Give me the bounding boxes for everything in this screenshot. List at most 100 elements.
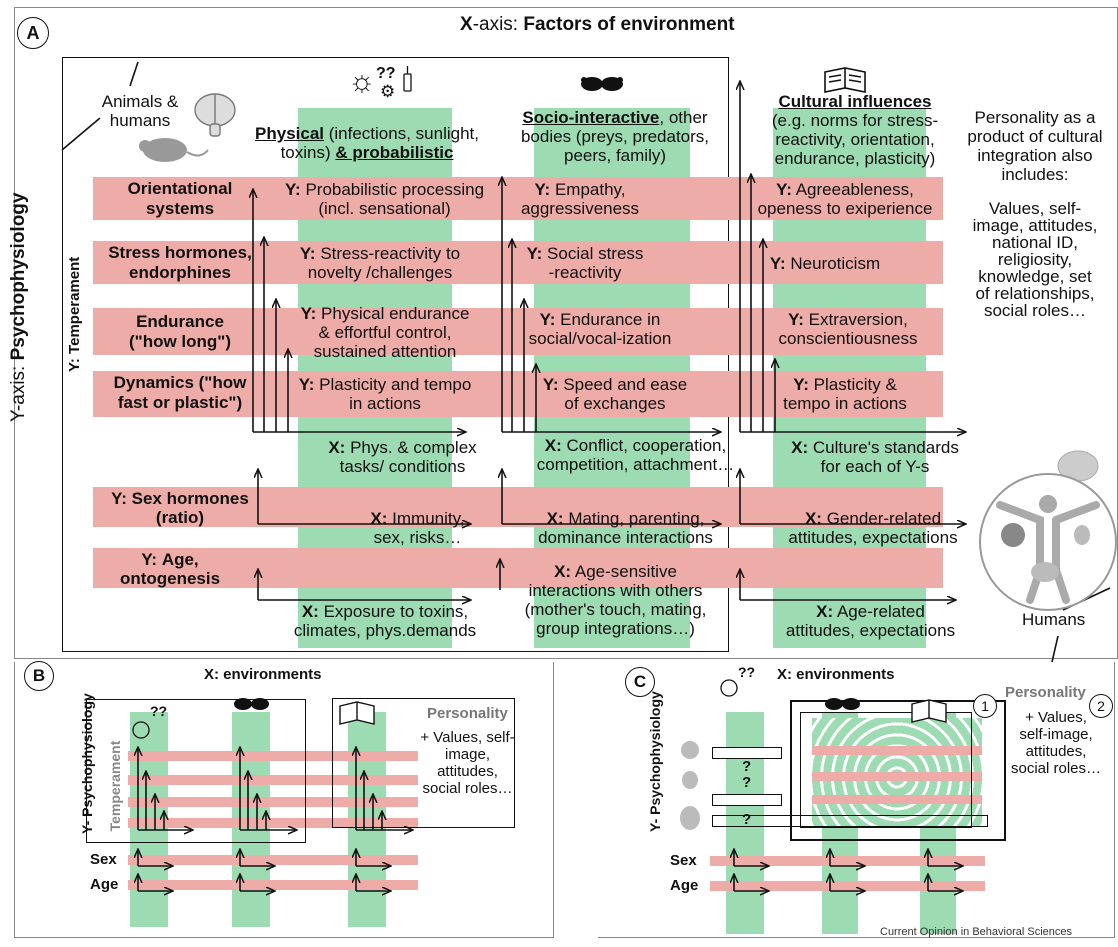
b-row-4 <box>128 818 418 828</box>
c-age-label: Age <box>670 877 699 894</box>
row-stress <box>93 241 943 284</box>
personality-list: Values, self- image, attitudes, national… <box>972 199 1098 320</box>
row-label-age: Y: Age, ontogenesis <box>119 550 221 588</box>
b-row-3 <box>128 797 418 807</box>
rats-icon <box>581 77 623 91</box>
cul-y-2: Y: Extraversion, conscientiousness <box>778 310 918 348</box>
age-soc-x: X: Age-sensitive interactions with other… <box>524 562 707 638</box>
row-label-endurance: Endurance ("how long") <box>128 312 232 351</box>
phys-arrow-group <box>253 190 465 432</box>
b-personality-label: Personality <box>427 705 508 722</box>
panel-c-label: C <box>625 667 655 697</box>
phys-y-0: Y: Probabilistic processing (incl. sensa… <box>284 180 485 218</box>
physical-header: Physical (infections, sunlight, toxins) … <box>255 124 479 162</box>
c-organ-icons <box>680 741 700 830</box>
x-axis-title: X-axis: Factors of environment <box>460 14 735 35</box>
age-cul-x: X: Age-related attitudes, expectations <box>785 602 956 640</box>
row-sex <box>93 487 943 527</box>
phys-x: X: Phys. & complex tasks/ conditions <box>328 438 477 476</box>
c-q-box-3 <box>712 815 988 827</box>
phys-y-3: Y: Plasticity and tempo in actions <box>298 375 472 413</box>
c-row-age <box>710 881 985 891</box>
cul-y-1: Y: Neuroticism <box>769 254 881 273</box>
personality-note: Personality as a product of cultural int… <box>967 108 1103 184</box>
gear-icon: ⚙ <box>380 82 396 101</box>
soc-arrow-group <box>502 178 720 432</box>
c-q-2: ? <box>742 774 752 791</box>
soc-y-3: Y: Speed and ease of exchanges <box>542 375 688 413</box>
soc-y-0: Y: Empathy, aggressiveness <box>520 180 640 218</box>
question-icon: ?? <box>376 65 396 82</box>
row-label-dynamics: Dynamics ("how fast or plastic") <box>113 373 247 412</box>
b-personality-frame <box>332 698 515 828</box>
brain-icon <box>194 93 236 137</box>
b-sun-icon <box>132 721 150 739</box>
c-row-2 <box>812 772 982 781</box>
phys-y-1: Y: Stress-reactivity to novelty /challen… <box>299 244 461 282</box>
panel-c-x-title: X: environments <box>777 666 895 683</box>
panel-a-label: A <box>17 17 49 49</box>
c-row-sex <box>710 856 985 866</box>
b-sex-label: Sex <box>90 851 117 868</box>
row-orientational <box>93 177 943 220</box>
bottle-icon <box>403 66 412 92</box>
animals-humans-label: Animals & humans <box>101 92 179 130</box>
footer-credit: Current Opinion in Behavioral Sciences <box>880 926 1072 938</box>
cul-arrow-group <box>740 82 965 432</box>
b-row-2 <box>128 775 418 785</box>
human-body-icon <box>979 473 1117 611</box>
row-label-stress: Stress hormones, endorphines <box>108 243 252 282</box>
cul-y-0: Y: Agreeableness, openess to exiperience <box>757 180 933 218</box>
row-label-sex: Y: Sex hormones (ratio) <box>111 489 249 527</box>
socio-header: Socio-interactive, other bodies (preys, … <box>520 108 710 165</box>
c-q-1: ? <box>742 758 752 775</box>
c-sun-icon <box>720 679 738 697</box>
c-q-box-2 <box>712 794 782 806</box>
c-arrows <box>734 850 962 891</box>
panel-b-frame <box>14 662 554 938</box>
b-rats-icon <box>234 698 269 710</box>
c-q-box-1 <box>712 747 782 759</box>
b-arrows <box>138 748 412 891</box>
row-dynamics <box>93 371 943 417</box>
c-personality-list: + Values, self-image, attitudes, social … <box>1010 709 1102 777</box>
c-row-3 <box>812 795 982 804</box>
c-book-icon <box>911 699 947 723</box>
age-phys-x: X: Exposure to toxins, climates, phys.de… <box>293 602 477 640</box>
c-personality-label: Personality <box>1005 684 1086 701</box>
c-question-icon: ?? <box>738 664 756 680</box>
b-row-1 <box>128 751 418 761</box>
row-label-orientational: Orientational systems <box>127 179 233 218</box>
row-endurance <box>93 308 943 355</box>
panel-c-frame <box>598 662 1115 938</box>
b-age-label: Age <box>90 876 119 893</box>
b-question-icon: ?? <box>150 703 168 719</box>
panel-b-label: B <box>24 661 54 691</box>
c-frame-inner <box>800 712 972 828</box>
cultural-header: Cultural influences (e.g. norms for stre… <box>771 92 939 168</box>
c-num-1: 1 <box>973 694 997 718</box>
b-row-sex <box>128 855 418 865</box>
c-num-2: 2 <box>1089 694 1113 718</box>
soc-y-2: Y: Endurance in social/vocal-ization <box>528 310 672 348</box>
c-sex-label: Sex <box>670 852 697 869</box>
soc-y-1: Y: Social stress -reactivity <box>526 244 644 282</box>
row-age <box>93 548 943 588</box>
phys-y-2: Y: Physical endurance & effortful contro… <box>300 304 470 361</box>
c-frame-1 <box>790 700 1006 841</box>
c-q-3: ? <box>742 811 752 828</box>
b-personality-list: + Values, self- image, attitudes, social… <box>420 729 515 797</box>
b-book-icon <box>339 701 375 725</box>
b-temperament-frame <box>86 699 306 843</box>
c-row-1 <box>812 746 982 755</box>
sun-icon: ☼ <box>348 65 376 98</box>
cul-y-3: Y: Plasticity & tempo in actions <box>783 375 907 413</box>
panel-b-x-title: X: environments <box>204 666 322 683</box>
rat-icon <box>139 138 209 162</box>
cul-x: X: Culture's standards for each of Y-s <box>791 438 959 476</box>
book-icon <box>824 67 866 93</box>
humans-label: Humans <box>1022 610 1086 629</box>
c-rats-icon <box>825 698 860 710</box>
soc-x: X: Conflict, cooperation, competition, a… <box>536 436 735 474</box>
